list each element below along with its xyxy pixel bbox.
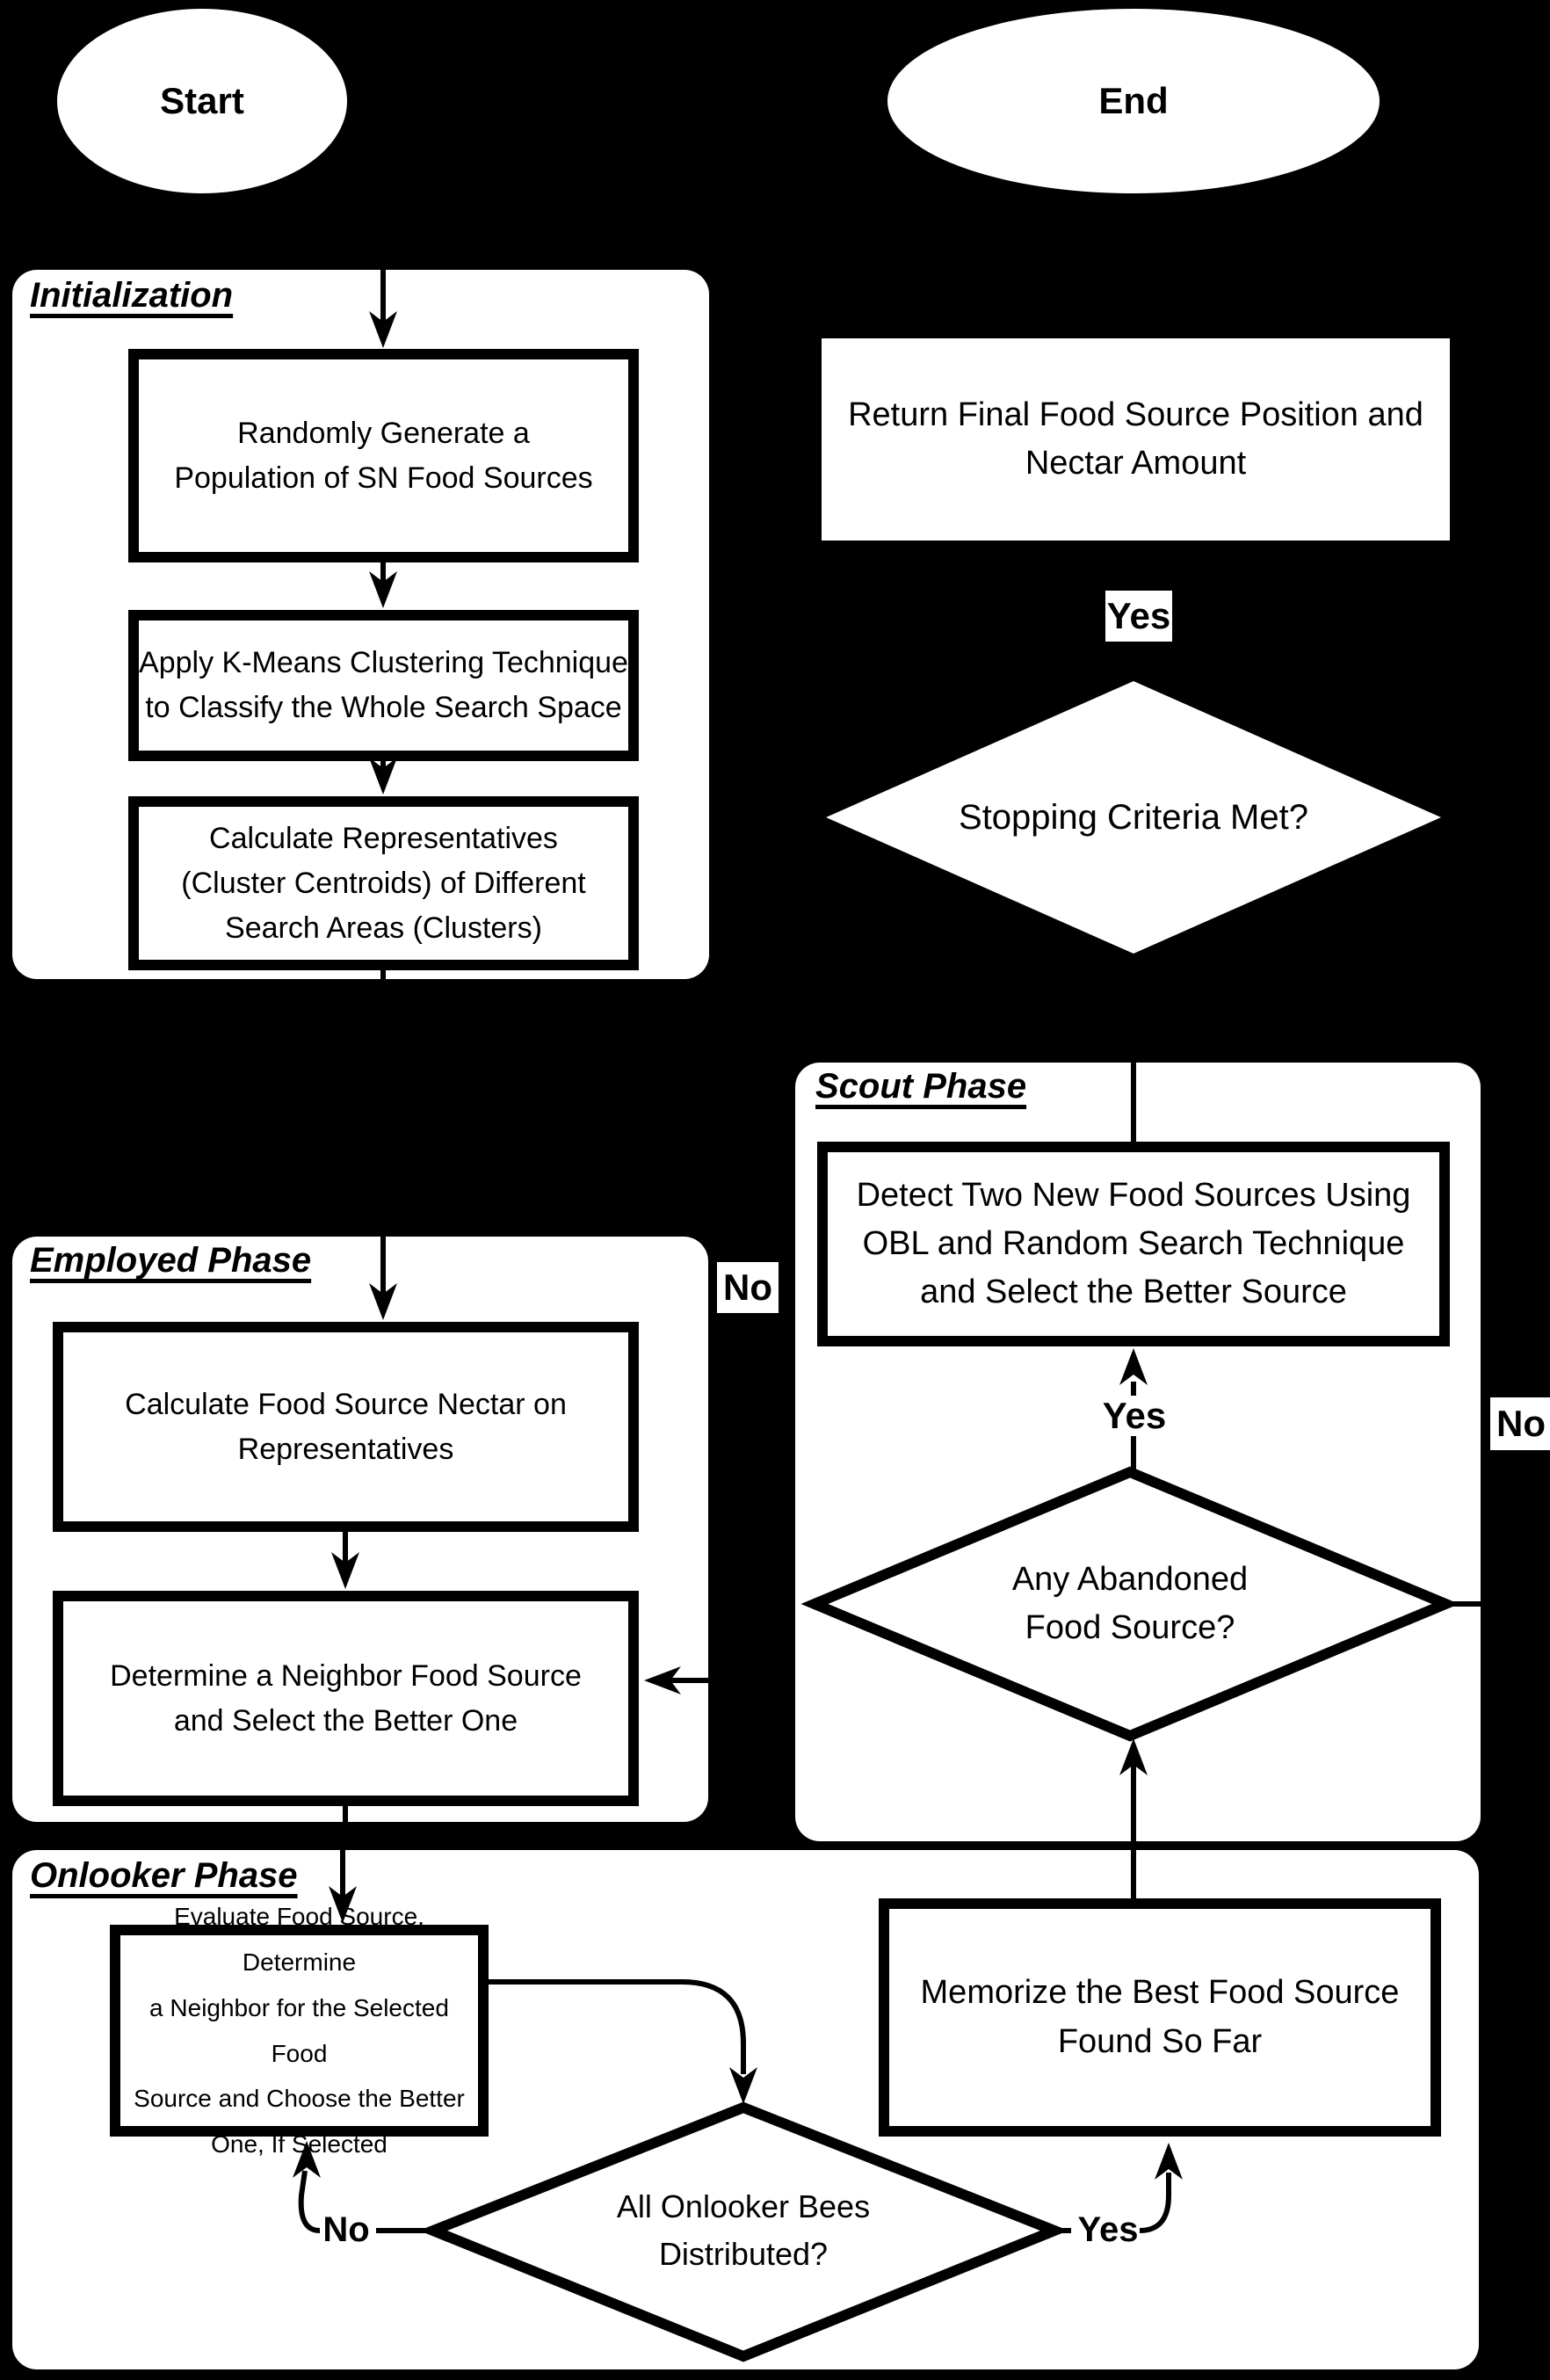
stopping-diamond-label: Stopping Criteria Met?	[959, 798, 1308, 837]
detect-box: Detect Two New Food Sources Using OBL an…	[817, 1142, 1450, 1346]
label-employed-phase: Employed Phase	[30, 1241, 312, 1280]
distributed-yes-label: Yes	[1077, 2210, 1139, 2249]
label-scout-phase: Scout Phase	[815, 1067, 1027, 1106]
return-final-box: Return Final Food Source Position and Ne…	[822, 338, 1450, 541]
random-population-box: Randomly Generate a Population of SN Foo…	[128, 349, 639, 562]
distributed-diamond-label: All Onlooker Bees Distributed?	[616, 2188, 871, 2272]
evaluate-box: Evaluate Food Source, Determine a Neighb…	[110, 1903, 489, 2158]
label-onlooker-phase: Onlooker Phase	[30, 1856, 298, 1895]
abandoned-diamond-label: Any Abandoned Food Source?	[1011, 1560, 1249, 1646]
neighbor-box: Determine a Neighbor Food Source and Sel…	[53, 1591, 639, 1806]
stopping-no-label: No	[717, 1262, 779, 1313]
memorize-box: Memorize the Best Food Source Found So F…	[879, 1898, 1441, 2137]
end-terminal: End	[887, 9, 1380, 193]
kmeans-box: Apply K-Means Clustering Technique to Cl…	[128, 610, 639, 761]
centroids-box: Calculate Representatives (Cluster Centr…	[128, 796, 639, 970]
start-terminal: Start	[57, 9, 347, 193]
abandoned-yes-label: Yes	[1102, 1395, 1167, 1436]
calc-nectar-box: Calculate Food Source Nectar on Represen…	[53, 1322, 639, 1532]
abandoned-no-label: No	[1490, 1397, 1550, 1450]
label-initialization: Initialization	[30, 276, 234, 315]
distributed-no-label: No	[322, 2210, 370, 2249]
stopping-yes-label: Yes	[1105, 591, 1172, 642]
